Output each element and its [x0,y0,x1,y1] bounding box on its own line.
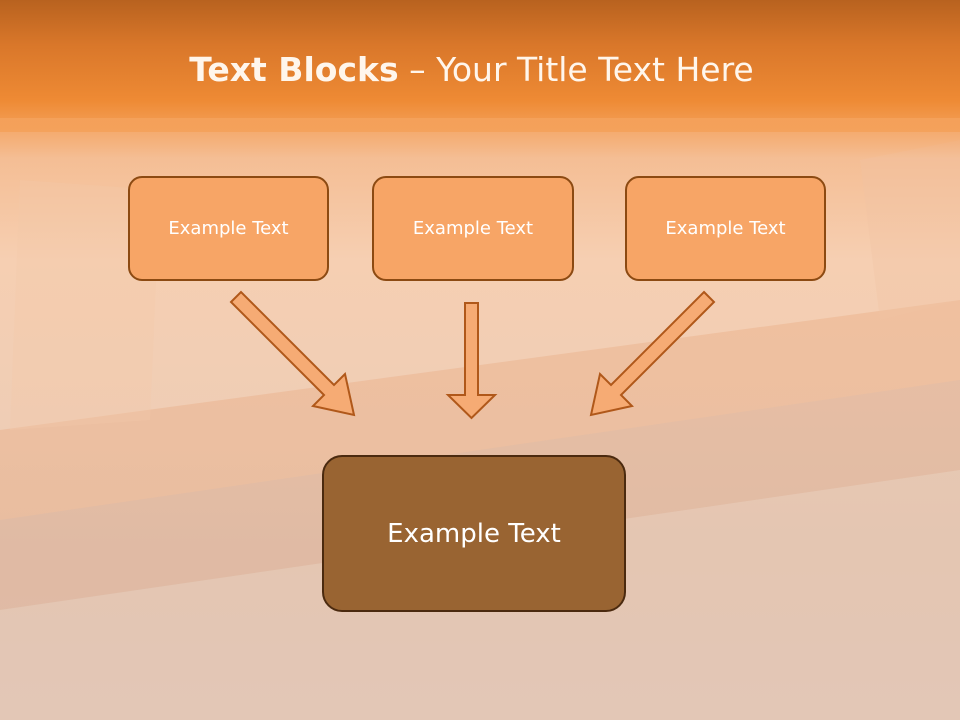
text-block-center[interactable]: Example Text [372,176,574,281]
title-bar-fade [0,118,960,158]
page-title: Text Blocks – Your Title Text Here [0,50,943,89]
title-bold: Text Blocks [189,50,399,89]
text-block-right-label: Example Text [665,218,786,239]
arrow-center [445,302,498,420]
arrow-right [589,290,716,417]
text-block-main[interactable]: Example Text [322,455,626,612]
text-block-center-label: Example Text [412,218,534,239]
text-block-right[interactable]: Example Text [625,176,826,281]
title-separator: – [398,50,437,89]
text-block-left-label: Example Text [168,218,289,239]
text-block-main-label: Example Text [387,518,561,549]
arrow-left [229,290,356,417]
title-rest: Your Title Text Here [436,50,754,89]
text-block-left[interactable]: Example Text [128,176,329,281]
title-bar [0,0,960,132]
